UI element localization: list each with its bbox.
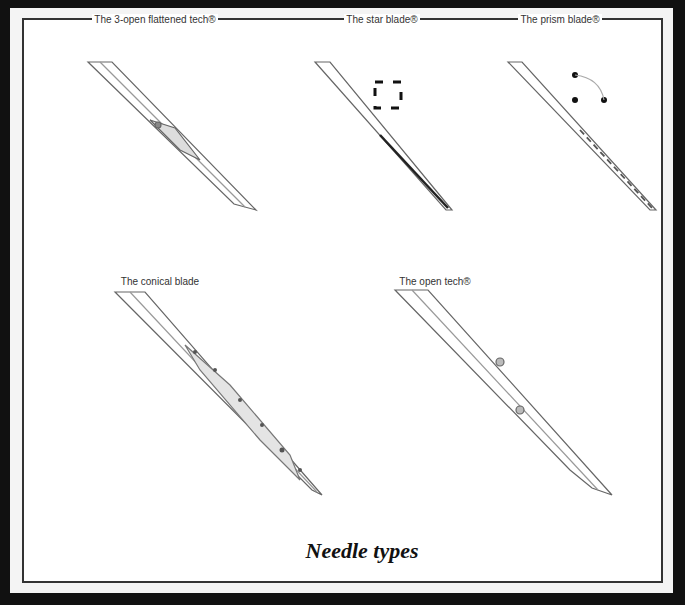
picture-border [22,18,663,583]
needle-label: The open tech® [397,276,472,287]
needle-label: The prism blade® [518,14,601,25]
needle-label: The star blade® [344,14,419,25]
caption: Needle types [306,538,419,564]
needle-label: The 3-open flattened tech® [92,14,217,25]
needle-label: The conical blade [119,276,201,287]
